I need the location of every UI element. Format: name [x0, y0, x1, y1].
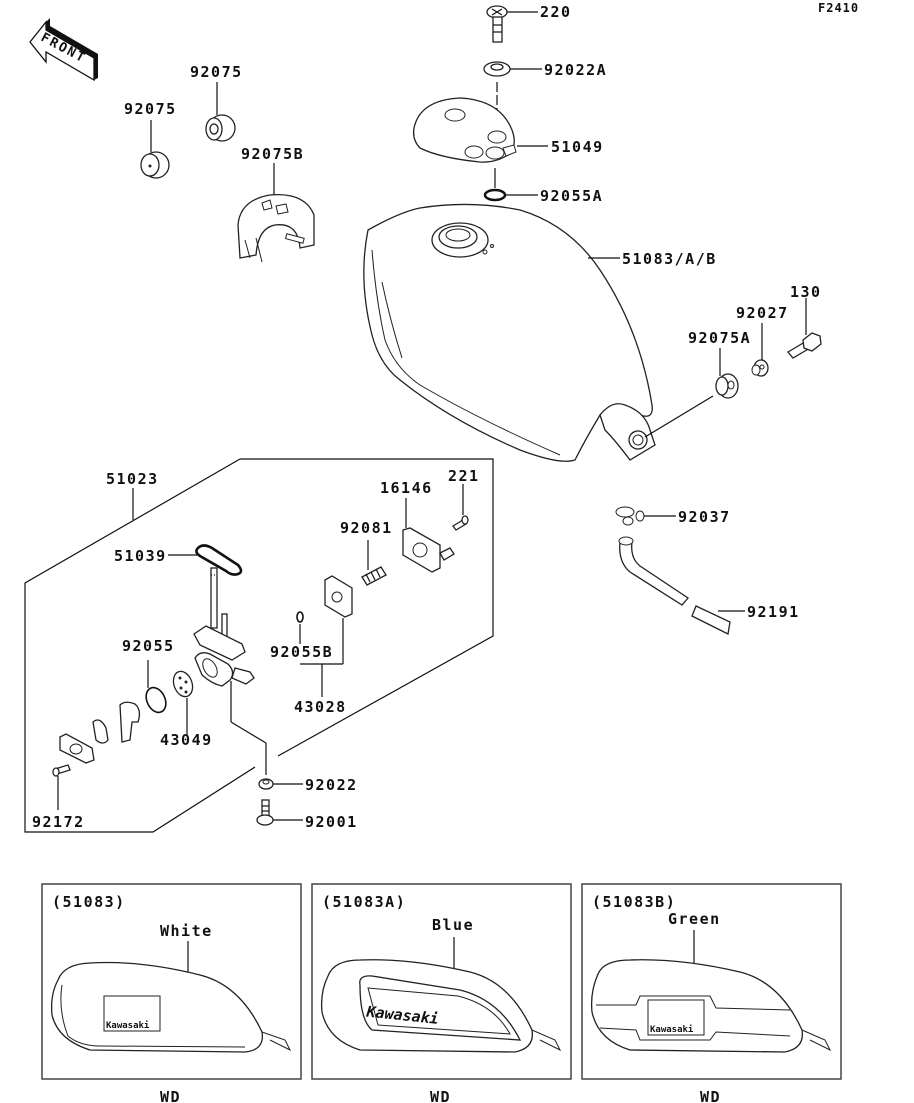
variant-logo: Kawasaki: [106, 1020, 150, 1031]
label-92081: 92081: [340, 519, 393, 537]
variant-color: White: [160, 922, 213, 940]
label-92075-left: 92075: [124, 100, 177, 118]
fuel-tap-body: [193, 567, 267, 775]
bolt-92001: [256, 799, 303, 826]
lever-and-gaskets: [59, 701, 141, 764]
variant-panel-green: (51083B) Green Kawasaki WD: [581, 883, 842, 1103]
label-221: 221: [448, 467, 480, 485]
grommet-92075A: [715, 348, 739, 399]
bolt-130: [787, 298, 822, 359]
variant-market: WD: [160, 1088, 181, 1103]
label-220: 220: [540, 3, 572, 21]
variant-code: (51083B): [592, 893, 676, 911]
label-92055A: 92055A: [540, 187, 603, 205]
label-92037: 92037: [678, 508, 731, 526]
variant-color: Blue: [432, 916, 474, 934]
washer-92022A: [483, 61, 542, 122]
variant-code: (51083A): [322, 893, 406, 911]
assembly-box-51023-lower: [24, 458, 256, 833]
label-16146: 16146: [380, 479, 433, 497]
label-92075B: 92075B: [241, 145, 304, 163]
screw-221: [452, 484, 469, 531]
washer-92022: [258, 778, 303, 790]
damper-92075-right: [205, 82, 236, 142]
collar-92027: [751, 323, 769, 377]
variant-panel-white: (51083) White Kawasaki WD: [41, 883, 302, 1103]
label-92027: 92027: [736, 304, 789, 322]
label-92075-right: 92075: [190, 63, 243, 81]
spring-92081: [361, 540, 387, 586]
filter-43049: [172, 670, 194, 735]
label-92055B: 92055B: [270, 643, 333, 661]
cover-16146: [402, 498, 455, 573]
front-arrow-icon: FRONT: [29, 18, 98, 82]
variant-logo: Kawasaki: [650, 1024, 694, 1035]
diaphragm-43028: [296, 575, 353, 697]
variant-market: WD: [700, 1088, 721, 1103]
label-51039: 51039: [114, 547, 167, 565]
label-92022A: 92022A: [544, 61, 607, 79]
label-92075A: 92075A: [688, 329, 751, 347]
label-92001: 92001: [305, 813, 358, 831]
plate-51049: [412, 97, 548, 188]
oring-92055: [145, 660, 167, 714]
screw-220: [486, 5, 538, 43]
assembly-box-51023: [240, 458, 494, 757]
fuel-tank-51083: [363, 203, 656, 462]
screw-92172: [52, 764, 71, 810]
variant-color: Green: [668, 910, 721, 928]
label-130: 130: [790, 283, 822, 301]
damper-92075-left: [140, 120, 170, 179]
label-92172: 92172: [32, 813, 85, 831]
label-51083AB: 51083/A/B: [622, 250, 717, 268]
variant-market: WD: [430, 1088, 451, 1103]
label-43028: 43028: [294, 698, 347, 716]
label-51023: 51023: [106, 470, 159, 488]
leader-line: [644, 395, 714, 438]
variant-code: (51083): [52, 893, 126, 911]
gasket-51039: [168, 544, 243, 576]
variant-panel-blue: (51083A) Blue Kawasaki WD: [311, 883, 572, 1103]
hose-92191: [618, 536, 745, 635]
label-43049: 43049: [160, 731, 213, 749]
clip-92037: [615, 506, 676, 526]
label-92022: 92022: [305, 776, 358, 794]
label-51049: 51049: [551, 138, 604, 156]
label-92055: 92055: [122, 637, 175, 655]
figure-id: F2410: [818, 1, 859, 15]
clip-92075B: [237, 163, 315, 263]
oring-92055A: [483, 188, 538, 202]
label-92191: 92191: [747, 603, 800, 621]
